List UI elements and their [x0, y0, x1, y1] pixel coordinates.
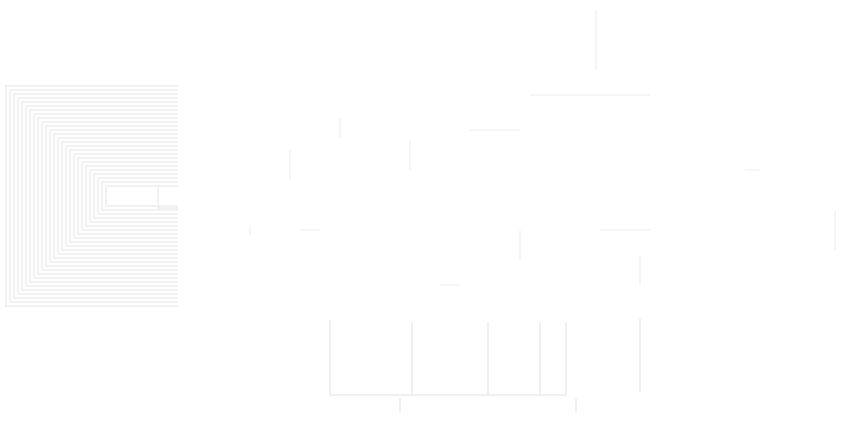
frame-line: [61, 141, 178, 251]
bus-group: [329, 318, 641, 412]
frame-line: [13, 93, 178, 299]
frame-line: [105, 185, 178, 207]
frame-line: [49, 129, 178, 263]
frame-line: [17, 97, 178, 295]
frame-line: [29, 109, 178, 283]
frame-line: [45, 125, 178, 267]
frame-line: [53, 133, 178, 259]
frame-line: [41, 121, 178, 271]
frame-line: [25, 105, 178, 287]
frame-line: [77, 157, 178, 235]
frame-line: [37, 117, 178, 275]
frame-line: [89, 169, 178, 223]
frame-line: [5, 85, 178, 307]
frame-line: [9, 89, 178, 303]
frame-line: [93, 173, 178, 219]
frame-line: [33, 113, 178, 279]
frame-line: [21, 101, 178, 291]
frame-line: [69, 149, 178, 243]
frame-line: [73, 153, 178, 239]
frame-line: [101, 181, 178, 211]
frame-line: [81, 161, 178, 231]
wiring-group: [249, 10, 836, 286]
frame-line: [85, 165, 178, 227]
frame-line: [65, 145, 178, 247]
frame-line: [97, 177, 178, 215]
frame-line: [57, 137, 178, 255]
nested-frame-pattern: [5, 85, 178, 307]
frame-tick: [157, 186, 178, 209]
